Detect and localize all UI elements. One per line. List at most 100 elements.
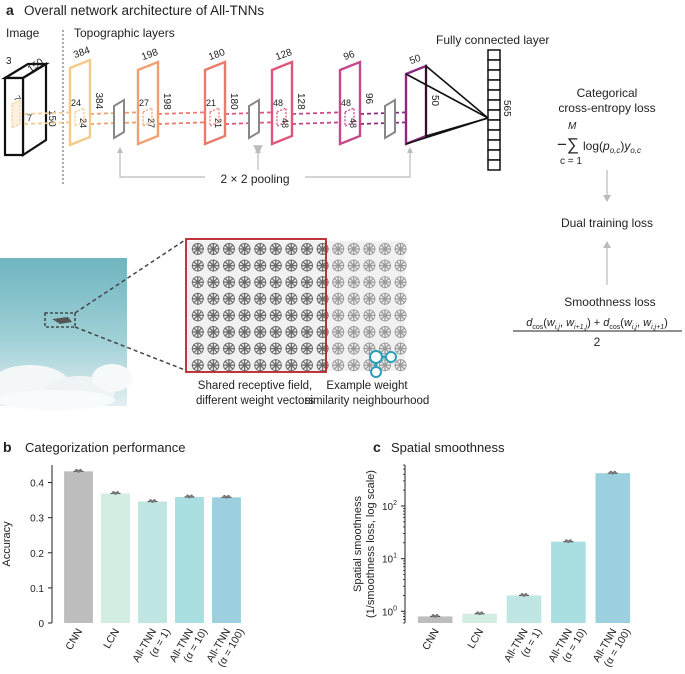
- example-neighbourhood: [369, 350, 397, 378]
- unit-rosette: [269, 309, 282, 322]
- unit-rosette: [238, 259, 251, 272]
- example-weight-line2: similarity neighbourhood: [305, 395, 430, 407]
- input-channels: 3: [6, 56, 12, 67]
- panel-a-title: Overall network architecture of All-TNNs: [24, 3, 264, 18]
- layer-size-side-label: 50: [429, 95, 440, 107]
- fc-unit: [487, 99, 501, 111]
- unit-rosette: [285, 326, 298, 338]
- y-axis-label-line1: Spatial smoothness: [352, 496, 364, 592]
- unit-rosette: [301, 359, 313, 372]
- unit-rosette: [238, 309, 251, 322]
- bar: [101, 493, 130, 623]
- unit-rosette: [191, 359, 204, 372]
- x-tick-label: All-TNN(α = 10): [546, 620, 589, 670]
- x-tick-label: All-TNN(α = 1): [130, 620, 173, 670]
- input-image-cube: [1, 62, 50, 158]
- unit-rosette: [223, 342, 235, 355]
- ce-arrowhead: [603, 195, 611, 202]
- unit-rosette: [207, 309, 220, 322]
- fc-unit: [487, 149, 501, 161]
- unit-rosette: [238, 359, 251, 372]
- unit-rosette: [269, 342, 282, 355]
- input-height: 150: [46, 110, 57, 127]
- bar: [506, 595, 542, 623]
- smooth-formula-num: dcos(wi,j, wi+1,j) + dcos(wi,j, wi,j+1): [526, 317, 668, 331]
- unit-rosette: [254, 359, 267, 372]
- unit-rosette: [394, 342, 407, 355]
- unit-rosette: [207, 259, 220, 272]
- unit-rosette: [379, 309, 391, 322]
- bird-icon: [52, 317, 72, 324]
- unit-rosette: [301, 326, 313, 338]
- bar: [175, 496, 204, 623]
- shared-rf-highlight: [185, 238, 327, 373]
- unit-rosette: [207, 326, 220, 338]
- unit-rosette: [223, 359, 235, 372]
- unit-rosette: [254, 243, 267, 255]
- unit-rosette: [254, 326, 267, 338]
- shared-rf-line1: Shared receptive field,: [198, 380, 312, 392]
- unit-rosette: [254, 292, 267, 305]
- pooling-layer: [248, 98, 260, 140]
- unit-rosette: [207, 342, 220, 355]
- panel-b-letter: b: [3, 439, 12, 455]
- kernel-size-label: 24: [78, 118, 88, 128]
- layer-connection-top: [23, 111, 81, 115]
- kernel-size-label: 48: [348, 118, 358, 128]
- kernel-size-label: 24: [71, 98, 81, 108]
- unit-rosette: [332, 359, 345, 372]
- topographic-layers: 3843842424198198272718018021211281284848…: [23, 45, 490, 147]
- example-weight-line1: Example weight: [326, 380, 408, 392]
- kernel-size-label: 21: [213, 118, 223, 128]
- unit-rosette: [363, 243, 376, 255]
- unit-rosette: [347, 259, 360, 272]
- x-tick-label: CNN: [63, 627, 85, 653]
- shared-rf-line2: different weight vectors: [196, 395, 314, 407]
- unit-rosette: [379, 276, 391, 289]
- fc-unit: [487, 49, 501, 61]
- rf-line-top: [74, 239, 186, 314]
- unit-rosette: [363, 292, 376, 305]
- data-point: [435, 614, 439, 617]
- x-tick-label: LCN: [101, 627, 122, 651]
- unit-rosette: [394, 243, 407, 255]
- fc-unit: [487, 79, 501, 91]
- unit-rosette: [285, 259, 298, 272]
- unit-rosette: [379, 259, 391, 272]
- y-tick-label: 0.3: [30, 514, 44, 525]
- layer-connection-bottom: [23, 121, 81, 125]
- unit-rosette: [363, 326, 376, 338]
- unit-rosette: [238, 342, 251, 355]
- dual-loss-label: Dual training loss: [561, 216, 653, 230]
- unit-rosette: [191, 309, 204, 322]
- layer-connection-top: [157, 111, 216, 115]
- unit-rosette: [207, 276, 220, 289]
- smooth-formula-den: 2: [594, 335, 601, 349]
- y-tick-label: 0.1: [30, 584, 44, 595]
- unit-rosette: [347, 359, 360, 372]
- unit-rosette: [191, 243, 204, 255]
- kernel-size-label: 21: [206, 98, 216, 108]
- data-point: [153, 499, 156, 502]
- unit-rosette: [301, 342, 313, 355]
- y-tick-label: 0: [38, 619, 44, 630]
- unit-rosette: [238, 326, 251, 338]
- unit-rosette: [347, 342, 360, 355]
- kernel-b: 7: [27, 113, 32, 123]
- pooling-layer: [384, 98, 396, 140]
- unit-rosette: [332, 243, 345, 255]
- unit-rosette: [207, 359, 220, 372]
- ce-loss-label-line2: cross-entropy loss: [558, 101, 655, 115]
- kernel-size-label: 27: [146, 118, 156, 128]
- unit-rosette: [316, 259, 329, 272]
- unit-rosette: [301, 292, 313, 305]
- layer-size-label: 198: [140, 47, 160, 63]
- unit-rosette: [347, 243, 360, 255]
- pooling-label-bg: [205, 170, 305, 186]
- unit-rosette: [394, 276, 407, 289]
- pooling-layer: [113, 98, 125, 140]
- bar: [551, 541, 586, 623]
- rf-line-bottom: [74, 326, 186, 371]
- fc-unit: [487, 69, 501, 81]
